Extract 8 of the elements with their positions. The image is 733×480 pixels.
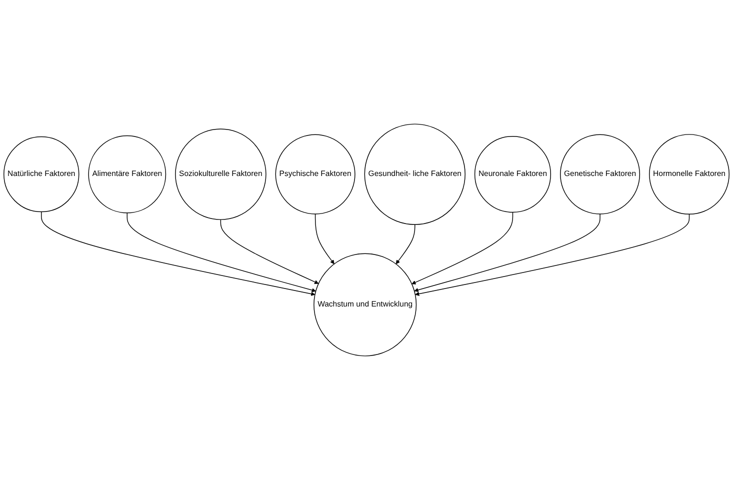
arrow [314, 214, 334, 264]
arrow [126, 212, 316, 292]
arrow [414, 214, 600, 292]
arrow [412, 212, 514, 284]
arrow [396, 224, 416, 264]
arrow [41, 211, 316, 296]
arrow [415, 214, 690, 296]
arrow [220, 219, 319, 284]
